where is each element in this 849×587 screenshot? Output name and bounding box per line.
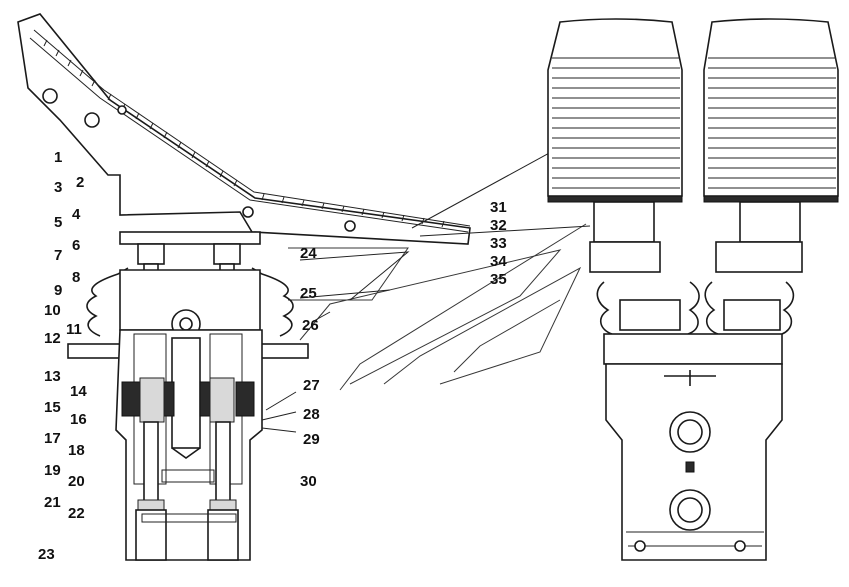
callout-31: 31 xyxy=(490,199,507,216)
callout-30: 30 xyxy=(300,473,317,490)
callout-16: 16 xyxy=(70,411,87,428)
callout-11: 11 xyxy=(66,321,82,338)
callout-7: 7 xyxy=(54,247,63,264)
piston-stack-left xyxy=(121,377,175,561)
pedal-tread-strip xyxy=(29,37,469,233)
pad-stem xyxy=(593,201,655,243)
pivot-hole xyxy=(117,105,127,115)
pad-stem xyxy=(739,201,801,243)
callout-8: 8 xyxy=(72,269,81,286)
callout-33: 33 xyxy=(490,235,507,252)
pivot-hole xyxy=(344,220,356,232)
callout-27: 27 xyxy=(303,377,320,394)
pad-ribs-right xyxy=(708,57,836,189)
callout-6: 6 xyxy=(72,237,81,254)
pivot-hole xyxy=(242,206,254,218)
callout-28: 28 xyxy=(303,406,320,423)
callout-5: 5 xyxy=(54,214,63,231)
callout-17: 17 xyxy=(44,430,61,447)
external-housing xyxy=(596,281,795,561)
callout-21: 21 xyxy=(44,494,61,511)
callout-22: 22 xyxy=(68,505,85,522)
callout-12: 12 xyxy=(44,330,61,347)
callout-2: 2 xyxy=(76,174,85,191)
watermark-logo xyxy=(288,223,587,391)
center-plunger xyxy=(171,337,201,449)
callout-20: 20 xyxy=(68,473,85,490)
callout-35: 35 xyxy=(490,271,507,288)
top-plate xyxy=(119,231,261,245)
callout-1: 1 xyxy=(54,149,63,166)
callout-4: 4 xyxy=(72,206,81,223)
callout-15: 15 xyxy=(44,399,61,416)
callout-9: 9 xyxy=(54,282,63,299)
pedal-section-view xyxy=(17,13,471,561)
callout-23: 23 xyxy=(38,546,55,563)
callout-32: 32 xyxy=(490,217,507,234)
callout-34: 34 xyxy=(490,253,507,270)
push-rod-head xyxy=(213,243,241,265)
pad-ribs-left xyxy=(552,57,680,189)
bellows-left xyxy=(86,267,129,337)
pivot-hole xyxy=(84,112,100,128)
external-view-right xyxy=(703,18,839,273)
callout-13: 13 xyxy=(44,368,61,385)
pedal-tread-teeth xyxy=(43,39,445,228)
pedal-lever xyxy=(17,13,471,245)
ext-flange xyxy=(603,333,783,365)
callout-26: 26 xyxy=(302,317,319,334)
bellows-right xyxy=(251,267,294,337)
external-view-left xyxy=(547,18,683,273)
pivot-hole xyxy=(42,88,58,104)
callout-14: 14 xyxy=(70,383,87,400)
callout-10: 10 xyxy=(44,302,61,319)
push-rod-head xyxy=(137,243,165,265)
callout-19: 19 xyxy=(44,462,61,479)
callout-3: 3 xyxy=(54,179,63,196)
callout-25: 25 xyxy=(300,285,317,302)
callout-29: 29 xyxy=(303,431,320,448)
piston-stack-right xyxy=(199,377,255,561)
callout-18: 18 xyxy=(68,442,85,459)
callout-24: 24 xyxy=(300,245,317,262)
bellows-ext xyxy=(596,281,613,335)
